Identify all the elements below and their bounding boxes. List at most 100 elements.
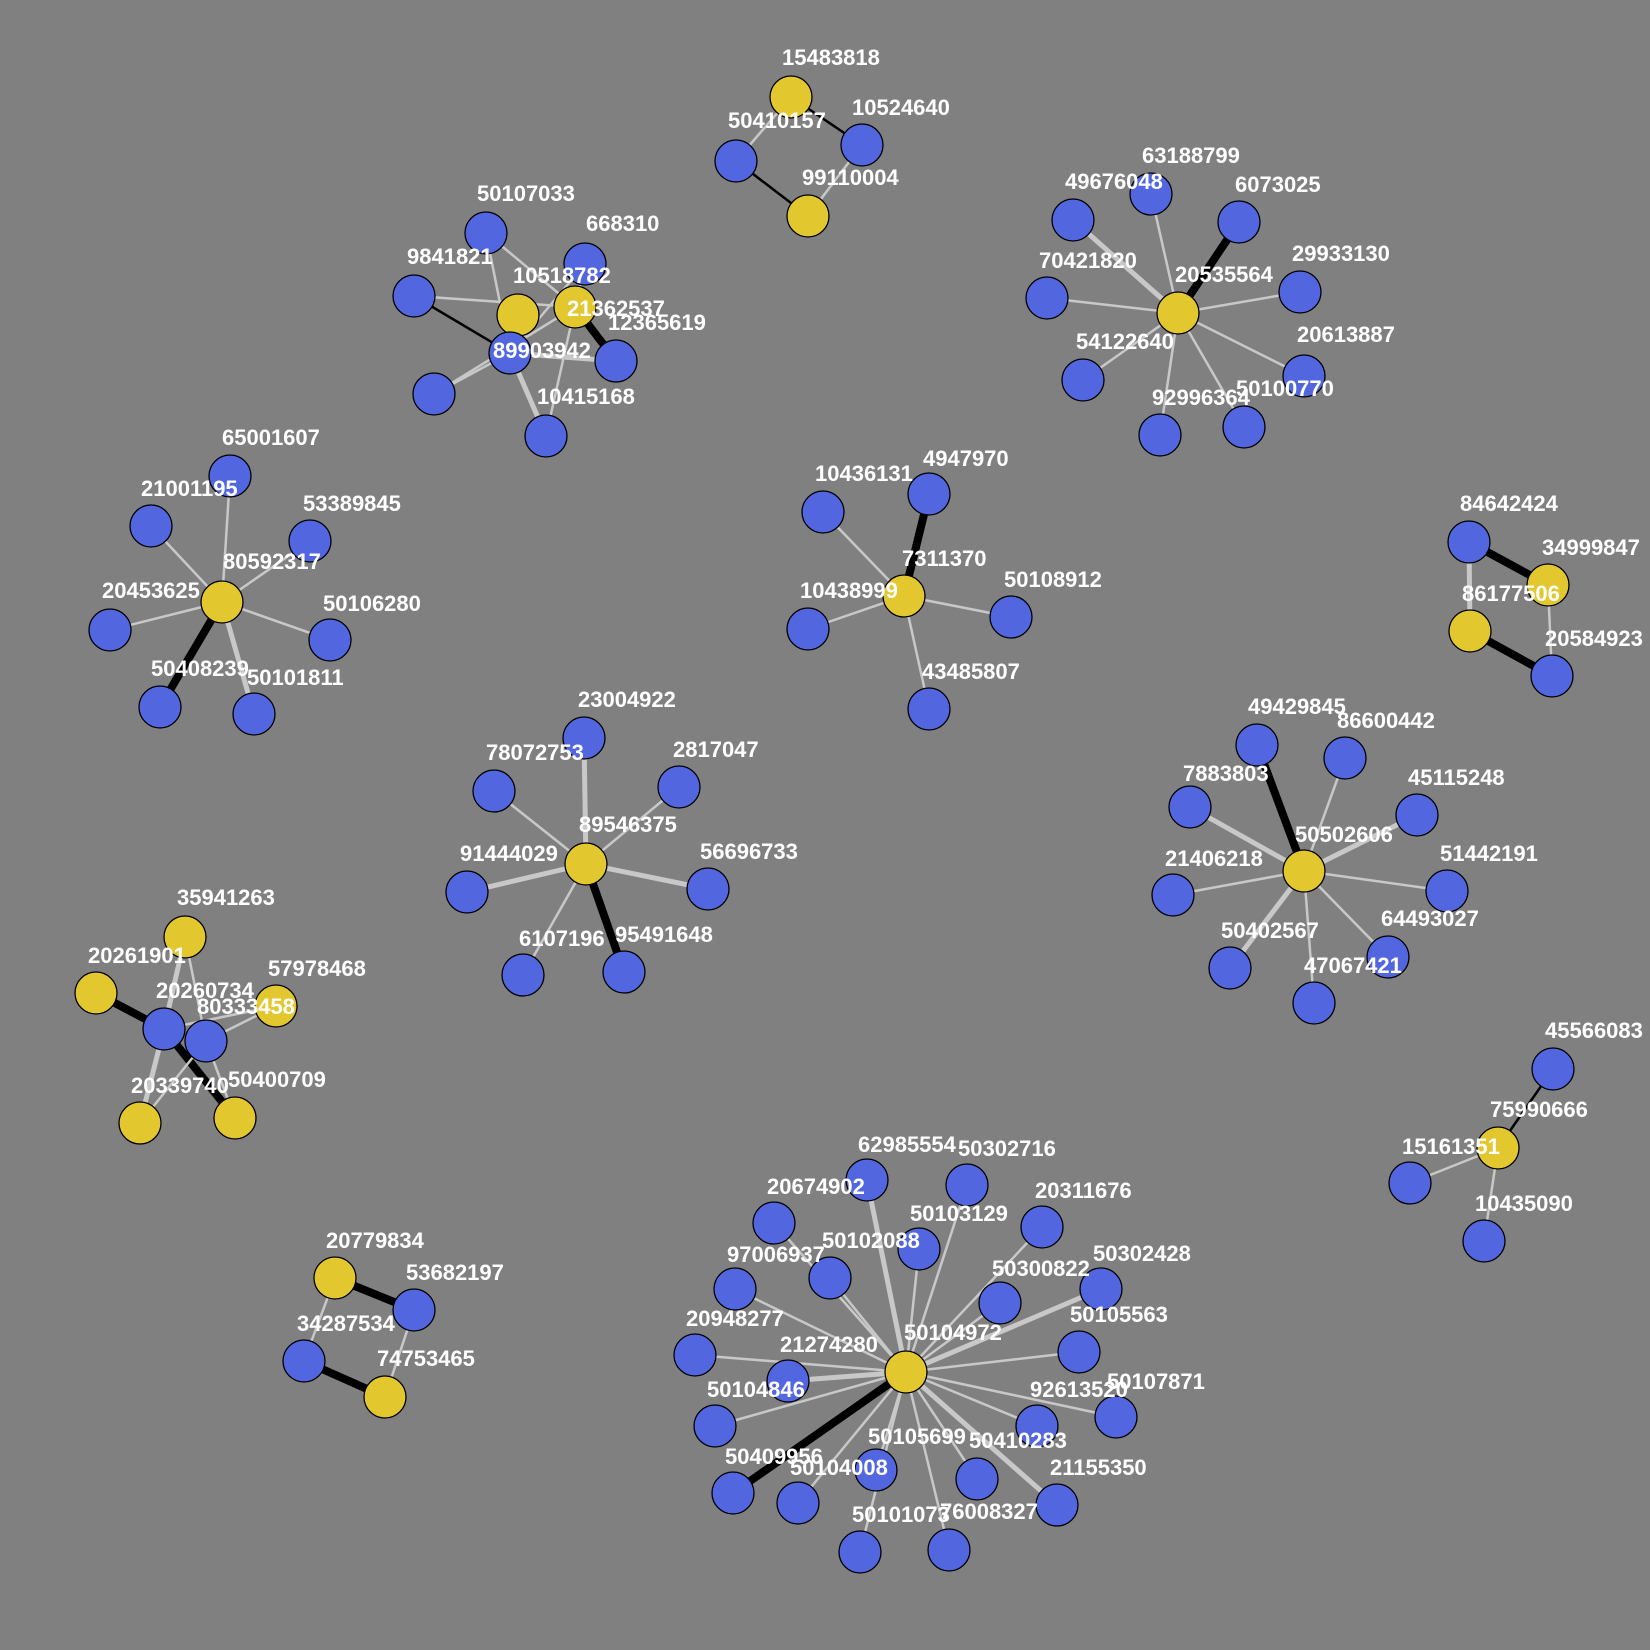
node-n9f[interactable] (118, 1101, 162, 1145)
node-n2h[interactable] (524, 414, 568, 458)
node-n8j[interactable] (1292, 981, 1336, 1025)
node-n5b[interactable] (907, 472, 951, 516)
node-n9a[interactable] (163, 915, 207, 959)
node-n3b[interactable] (1051, 198, 1095, 242)
node-n12h[interactable] (1079, 1267, 1123, 1311)
node-n12l[interactable] (766, 1359, 810, 1403)
node-n6a[interactable] (1447, 520, 1491, 564)
node-n2a[interactable] (464, 211, 508, 255)
node-n3c[interactable] (1217, 200, 1261, 244)
node-n7h[interactable] (602, 950, 646, 994)
node-n12u[interactable] (1035, 1483, 1079, 1527)
node-n4c[interactable] (288, 519, 332, 563)
node-n10b[interactable] (1476, 1126, 1520, 1170)
node-n5a[interactable] (801, 490, 845, 534)
node-n7g[interactable] (501, 953, 545, 997)
node-n11d[interactable] (363, 1375, 407, 1419)
node-n12s[interactable] (854, 1448, 898, 1492)
node-n8c[interactable] (1168, 785, 1212, 829)
node-n4e[interactable] (88, 608, 132, 652)
node-n12p[interactable] (1015, 1404, 1059, 1448)
node-n8d[interactable] (1395, 793, 1439, 837)
node-n7a[interactable] (562, 716, 606, 760)
node-n7f[interactable] (686, 867, 730, 911)
node-n8b[interactable] (1323, 736, 1367, 780)
node-n1a[interactable] (769, 75, 813, 119)
node-n12o[interactable] (1094, 1395, 1138, 1439)
node-n5c[interactable] (882, 574, 926, 618)
node-n12w[interactable] (927, 1528, 971, 1572)
node-n9d[interactable] (142, 1007, 186, 1051)
node-n8a[interactable] (1235, 723, 1279, 767)
node-n11b[interactable] (392, 1288, 436, 1332)
node-n10c[interactable] (1388, 1161, 1432, 1205)
node-n12n[interactable] (693, 1404, 737, 1448)
node-n12q[interactable] (711, 1471, 755, 1515)
node-n8e[interactable] (1282, 849, 1326, 893)
node-n12b[interactable] (945, 1163, 989, 1207)
node-n12j[interactable] (673, 1333, 717, 1377)
node-n12g[interactable] (713, 1267, 757, 1311)
node-n7e[interactable] (445, 870, 489, 914)
node-n10d[interactable] (1462, 1219, 1506, 1263)
node-n9c[interactable] (254, 984, 298, 1028)
node-n3e[interactable] (1156, 291, 1200, 335)
node-n3h[interactable] (1061, 358, 1105, 402)
node-n10a[interactable] (1531, 1047, 1575, 1091)
node-n1d[interactable] (786, 194, 830, 238)
node-n12m[interactable] (884, 1350, 928, 1394)
node-n8h[interactable] (1366, 935, 1410, 979)
node-n5f[interactable] (907, 687, 951, 731)
node-n8f[interactable] (1151, 873, 1195, 917)
node-n9b[interactable] (74, 971, 118, 1015)
node-n2i[interactable] (412, 372, 456, 416)
node-n5e[interactable] (989, 595, 1033, 639)
node-n3d[interactable] (1025, 276, 1069, 320)
node-n8g[interactable] (1425, 869, 1469, 913)
node-n12f[interactable] (808, 1256, 852, 1300)
node-n2e[interactable] (553, 285, 597, 329)
node-n12d[interactable] (1020, 1205, 1064, 1249)
node-n2f[interactable] (594, 339, 638, 383)
node-n12i[interactable] (978, 1281, 1022, 1325)
node-n12v[interactable] (838, 1530, 882, 1574)
node-n1c[interactable] (714, 139, 758, 183)
node-n2d[interactable] (496, 293, 540, 337)
node-n9e[interactable] (184, 1019, 228, 1063)
node-n6d[interactable] (1530, 654, 1574, 698)
node-n6c[interactable] (1448, 609, 1492, 653)
node-n7b[interactable] (472, 769, 516, 813)
node-n2b[interactable] (563, 242, 607, 286)
node-n7c[interactable] (657, 765, 701, 809)
node-n8i[interactable] (1208, 946, 1252, 990)
node-n12t[interactable] (955, 1457, 999, 1501)
node-label: 34999847 (1542, 535, 1640, 560)
node-n12c[interactable] (752, 1201, 796, 1245)
node-n4b[interactable] (129, 504, 173, 548)
node-n2g[interactable] (488, 331, 532, 375)
node-n3f[interactable] (1278, 270, 1322, 314)
node-n3a[interactable] (1129, 172, 1173, 216)
node-n5d[interactable] (786, 607, 830, 651)
node-n11c[interactable] (282, 1339, 326, 1383)
node-n7d[interactable] (564, 842, 608, 886)
node-n12e[interactable] (897, 1227, 941, 1271)
node-n6b[interactable] (1526, 563, 1570, 607)
node-n4a[interactable] (208, 454, 252, 498)
node-n12k[interactable] (1057, 1330, 1101, 1374)
node-n3j[interactable] (1222, 405, 1266, 449)
node-n3i[interactable] (1138, 413, 1182, 457)
node-n2c[interactable] (392, 274, 436, 318)
node-label: 7883803 (1183, 761, 1269, 786)
node-n9g[interactable] (213, 1096, 257, 1140)
node-n3g[interactable] (1282, 354, 1326, 398)
node-n11a[interactable] (313, 1256, 357, 1300)
node-n4g[interactable] (138, 685, 182, 729)
node-n4h[interactable] (232, 692, 276, 736)
node-n1b[interactable] (840, 123, 884, 167)
node-n12a[interactable] (845, 1158, 889, 1202)
node-n12r[interactable] (776, 1481, 820, 1525)
node-n4f[interactable] (308, 618, 352, 662)
node-n4d[interactable] (200, 580, 244, 624)
node-label: 23004922 (578, 687, 676, 712)
